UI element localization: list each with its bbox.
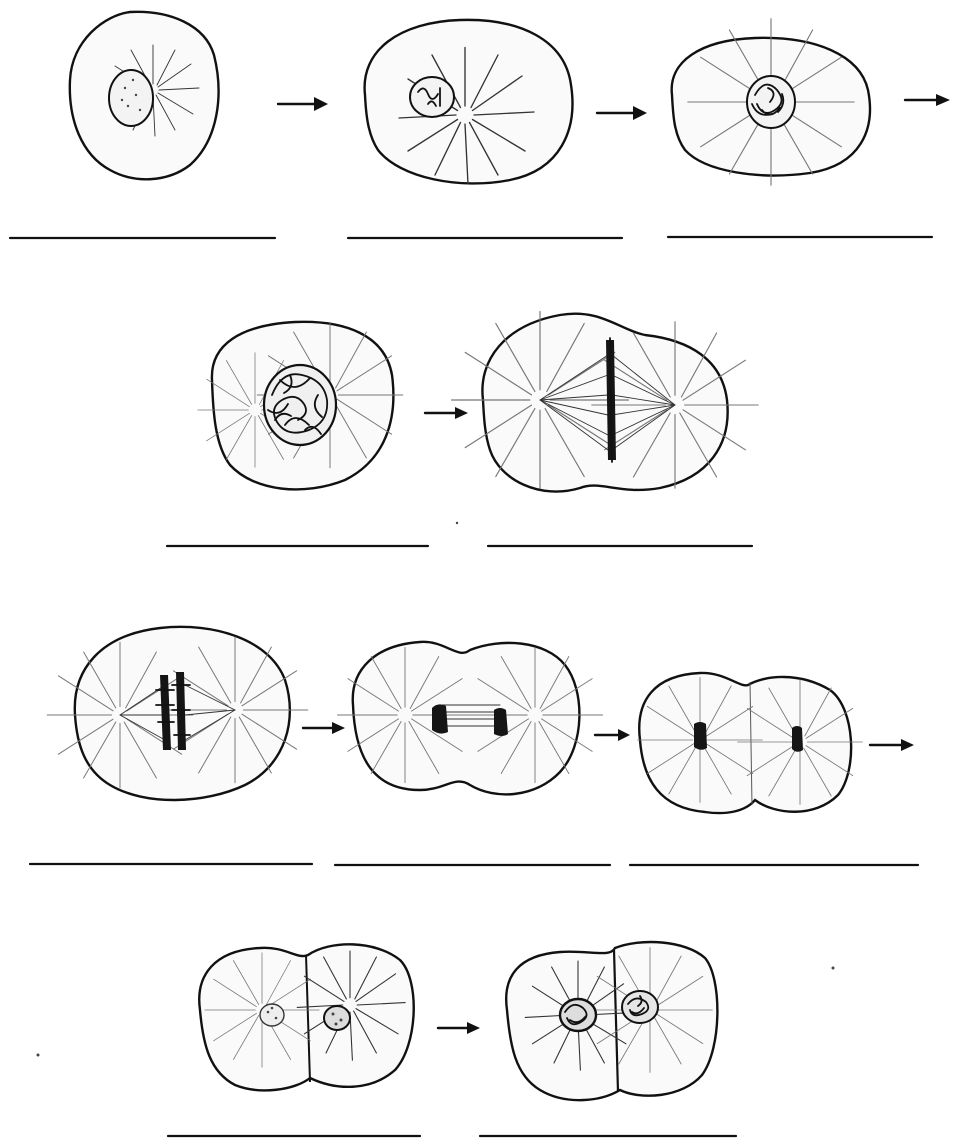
chromatid-set: [494, 708, 508, 736]
arrow: [870, 739, 914, 751]
cell-telophase: [638, 673, 863, 813]
cell-interphase: [70, 12, 219, 179]
cell-metaphase: [452, 312, 759, 492]
arrow: [303, 722, 345, 734]
chromatid-set: [432, 704, 448, 733]
cell-late-prophase: [198, 322, 403, 490]
cell-daughter-cells: [506, 942, 717, 1100]
cell-cytokinesis: [199, 944, 413, 1090]
arrow: [438, 1022, 480, 1034]
arrow: [595, 729, 630, 741]
chromatid-set: [694, 722, 707, 750]
cell-prophase: [672, 19, 870, 185]
arrow: [905, 94, 950, 106]
nucleus: [410, 77, 454, 117]
arrow: [425, 407, 468, 419]
chromatid-set: [792, 726, 803, 752]
cell-anaphase: [47, 627, 308, 800]
nucleus: [109, 70, 153, 126]
cell-early-prophase: [365, 20, 573, 184]
condensed-chromosomes: [264, 365, 336, 445]
arrow: [597, 106, 647, 120]
cell-late-anaphase: [337, 642, 602, 795]
arrow: [278, 97, 328, 111]
